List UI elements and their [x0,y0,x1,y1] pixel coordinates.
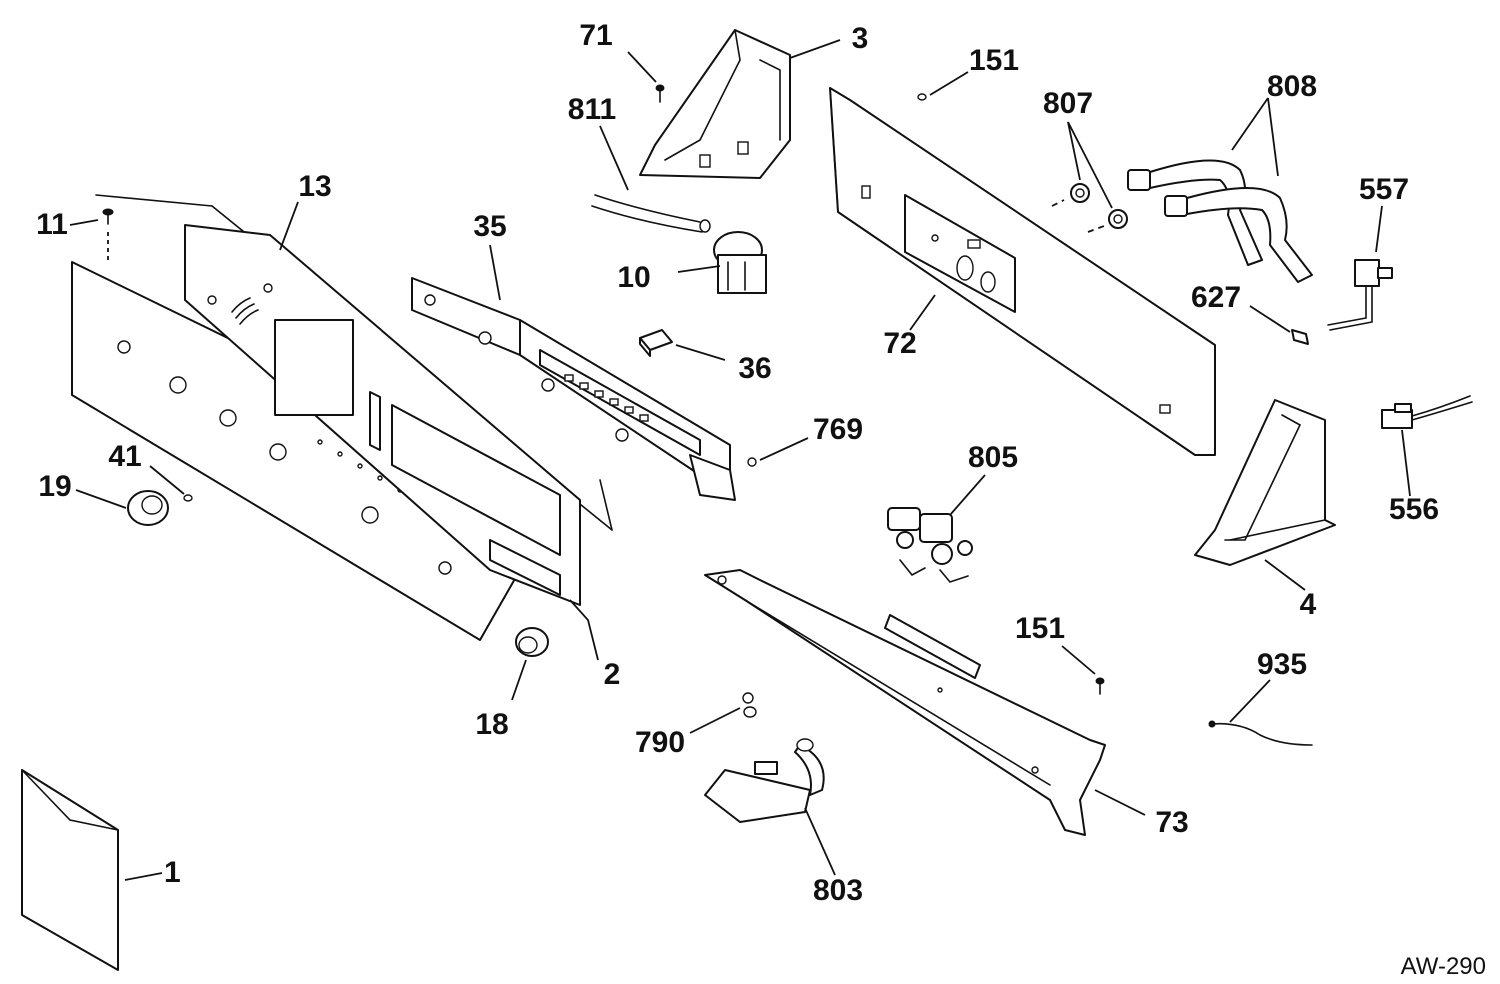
label-part-803: 803 [813,874,863,907]
label-part-151-bottom: 151 [1015,612,1065,645]
label-part-19: 19 [38,470,71,503]
part-808-inlet-hoses [1127,159,1313,283]
part-556-connector [1381,395,1473,429]
part-790-clamp [742,692,757,718]
part-4-side-bracket [1194,399,1336,566]
part-11-screw [102,208,114,262]
part-35-control-bracket [411,277,736,501]
label-part-627: 627 [1191,281,1241,314]
label-part-35: 35 [473,210,506,243]
reference-code: AW-290 [1401,953,1486,980]
label-part-556: 556 [1389,493,1439,526]
part-18-grommet [515,627,549,657]
part-36-clip [639,329,673,357]
part-557-cord [1327,259,1393,331]
label-part-769: 769 [813,413,863,446]
label-part-2: 2 [604,658,621,691]
label-part-805: 805 [968,441,1018,474]
part-71-screw [655,84,665,103]
label-part-1: 1 [164,856,181,889]
part-627-clip [1291,329,1309,345]
part-769-screw [747,457,757,467]
part-805-valve [887,507,973,583]
part-807-washers [1051,183,1128,233]
label-part-13: 13 [298,170,331,203]
label-part-807: 807 [1043,87,1093,120]
label-part-73: 73 [1155,806,1188,839]
part-811-hose [591,194,711,233]
label-part-18: 18 [475,708,508,741]
label-part-36: 36 [738,352,771,385]
label-part-790: 790 [635,726,685,759]
label-part-151-top: 151 [969,44,1019,77]
label-part-935: 935 [1257,648,1307,681]
part-19-knob [127,490,169,526]
label-part-3: 3 [852,22,869,55]
label-part-41: 41 [108,440,141,473]
part-72-rear-panel [829,87,1216,456]
label-part-808: 808 [1267,70,1317,103]
part-73-lower-panel [704,569,1106,836]
part-151-screw-bottom [1095,677,1105,695]
part-3-side-bracket [639,29,791,179]
label-part-4: 4 [1300,588,1317,621]
part-10-pressure-switch [713,231,767,294]
part-41-spring [183,494,193,502]
part-803-harness [704,738,825,823]
part-151-screw-top [917,93,927,101]
label-part-811: 811 [568,93,616,126]
label-part-557: 557 [1359,173,1409,206]
part-2-panel-frame [184,224,581,606]
part-1-document [21,769,119,971]
label-part-71: 71 [579,19,612,52]
label-part-11: 11 [36,208,68,241]
part-935-wire [1208,720,1313,746]
label-part-10: 10 [617,261,650,294]
leader-lines [69,39,1411,881]
label-part-72: 72 [883,327,916,360]
